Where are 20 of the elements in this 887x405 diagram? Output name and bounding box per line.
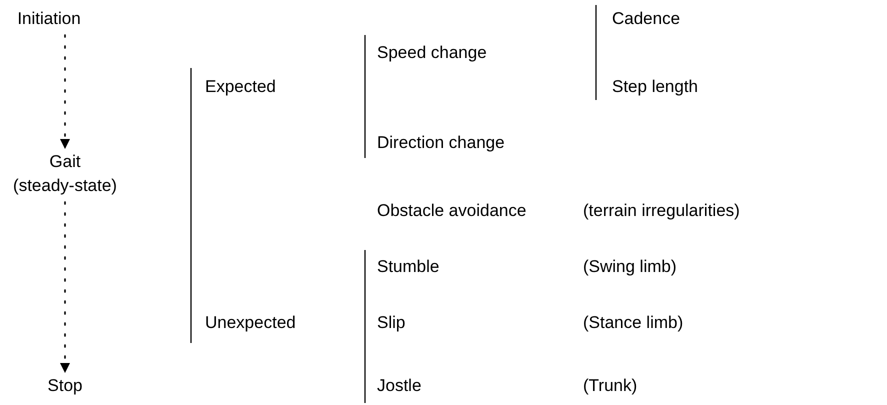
category-label: Cadence <box>612 8 680 30</box>
dotted-arrow <box>60 34 70 150</box>
category-label: Obstacle avoidance <box>377 200 526 222</box>
category-label: Unexpected <box>205 312 296 334</box>
category-label: Speed change <box>377 42 487 64</box>
category-label: Step length <box>612 76 698 98</box>
dotted-arrow <box>60 201 70 374</box>
stage-text: Stop <box>48 375 82 397</box>
category-label: Direction change <box>377 132 505 154</box>
category-label: Expected <box>205 76 276 98</box>
stage-text: (steady-state) <box>13 175 117 197</box>
stage-text: Initiation <box>17 8 81 30</box>
category-label: (Stance limb) <box>583 312 684 334</box>
category-label: (Trunk) <box>583 375 638 397</box>
category-label: Slip <box>377 312 406 334</box>
category-label: Stumble <box>377 256 440 278</box>
category-label: (terrain irregularities) <box>583 200 740 222</box>
category-label: (Swing limb) <box>583 256 677 278</box>
category-label: Jostle <box>377 375 422 397</box>
stage-text: Gait <box>49 151 81 173</box>
